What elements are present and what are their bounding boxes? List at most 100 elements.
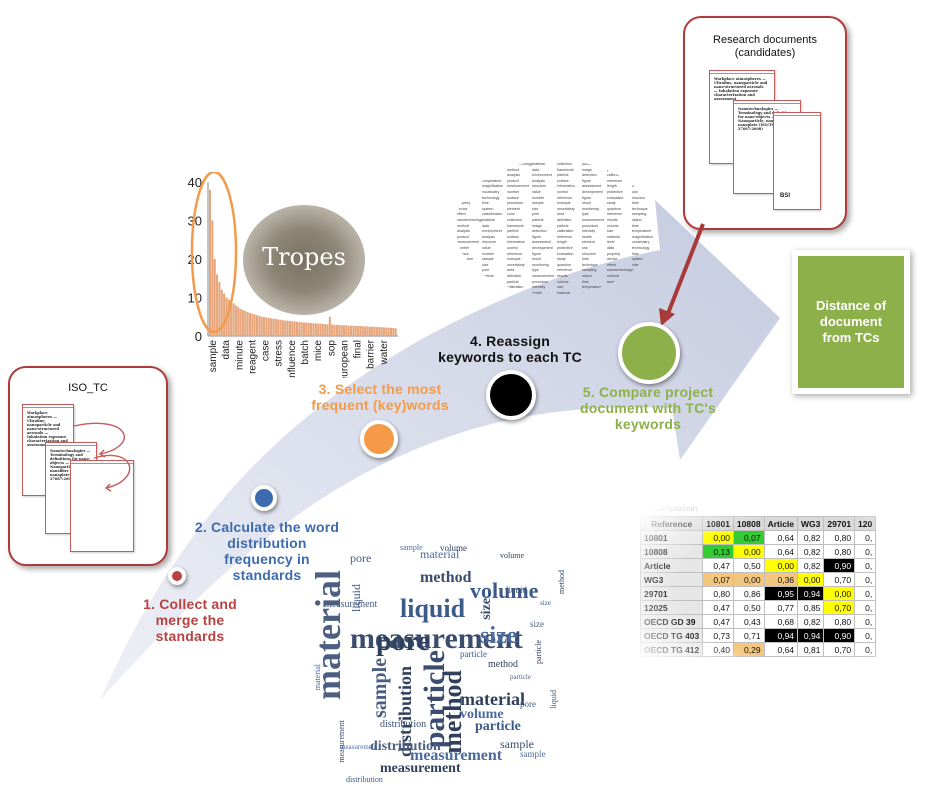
keyword-cell: time	[632, 223, 639, 228]
keyword-cell: health	[632, 178, 642, 183]
word-cloud-word: distribution	[370, 739, 441, 754]
keyword-cell: analysis	[482, 234, 495, 239]
bar	[300, 322, 303, 336]
keyword-cell: analysis	[457, 229, 470, 234]
keyword-cell: procedure	[507, 201, 524, 206]
keyword-cell: example	[557, 201, 571, 206]
keyword-cell: control	[507, 246, 518, 250]
keyword-cell: detection	[582, 173, 597, 178]
keyword-cell: method	[607, 274, 619, 278]
table-cell: 0,47	[702, 614, 734, 629]
keyword-cell: collection	[507, 218, 522, 222]
table-cell: 0,00	[732, 544, 765, 559]
table-cell: 0,81	[797, 642, 825, 657]
keyword-cell: sampling	[582, 268, 597, 273]
x-tick-label: european	[339, 340, 350, 378]
keyword-cell: value	[532, 190, 541, 194]
keyword-cell: size	[607, 229, 614, 234]
keyword-cell: measurement	[532, 274, 554, 278]
bar	[291, 321, 294, 336]
bar	[389, 327, 392, 336]
research-doc-title-2: Nanotechnologies — Terminology and defin…	[738, 107, 794, 131]
table-cell: 0,64	[763, 544, 799, 559]
keyword-cell: length	[607, 184, 617, 189]
tropes-label: Tropes	[262, 243, 346, 271]
word-cloud-word: volume	[470, 578, 539, 603]
bar	[338, 324, 341, 336]
step-4-label: 4. Reassign keywords to each TC	[438, 333, 582, 365]
step-5-label: 5. Compare project document with TC's ke…	[579, 384, 717, 432]
word-cloud-word: particle	[534, 640, 543, 664]
keyword-cell: volume	[457, 173, 469, 178]
keyword-cell: figure	[582, 195, 591, 200]
keyword-cell: study	[607, 201, 616, 206]
bar	[220, 289, 223, 336]
keyword-cell: classification	[632, 262, 653, 267]
bar	[368, 326, 371, 336]
keyword-cell: time	[582, 257, 589, 262]
keyword-cell: nanotechnology	[457, 218, 483, 222]
step-3-dot	[360, 420, 398, 458]
research-card-title-line2: (candidates)	[734, 47, 796, 59]
keyword-cell: vocabulary	[632, 240, 650, 245]
keyword-cell: technology	[632, 246, 650, 250]
keyword-cell: analysis	[607, 279, 620, 284]
table-cell: 0,64	[763, 530, 799, 545]
bar	[350, 325, 353, 336]
bar	[216, 274, 219, 336]
keyword-cell: length	[557, 240, 567, 245]
keyword-cell: environment	[482, 229, 502, 234]
bar	[286, 320, 289, 336]
keyword-cell: results	[557, 274, 568, 278]
keyword-cell: assessment	[532, 240, 552, 245]
bar	[361, 326, 364, 337]
bar	[246, 312, 249, 336]
table-cell: 0,80	[823, 544, 856, 559]
table-cell: 0,73	[702, 628, 734, 643]
keyword-cell: detection	[482, 285, 497, 290]
iso-doc-title: Workplace atmospheres — Ultrafine, nanop…	[27, 411, 68, 447]
keyword-cell: vocabulary	[482, 190, 500, 194]
step-4-dot	[486, 370, 536, 420]
table-cell: 0,94	[797, 628, 825, 643]
table-cell: 0,29	[732, 642, 765, 657]
table-cell: 0,64	[763, 642, 799, 657]
keyword-cell: surface	[457, 290, 469, 295]
table-cell: 0,00	[823, 586, 856, 601]
keyword-cell: technique	[582, 262, 598, 267]
x-tick-label: stress	[274, 340, 285, 367]
bar	[277, 319, 280, 336]
bar	[298, 322, 301, 336]
keyword-cell: material	[607, 234, 620, 239]
word-cloud-word: liquid	[549, 690, 558, 709]
keyword-cell: health	[582, 234, 592, 239]
keyword-cell: measurement	[632, 162, 654, 166]
keyword-cell: definition	[607, 162, 622, 166]
bar	[392, 327, 395, 336]
word-cloud-word: particle	[475, 719, 521, 734]
bar	[366, 326, 369, 337]
keyword-cell: example	[507, 257, 521, 262]
keyword-cell: object	[632, 218, 642, 222]
word-cloud-word: method	[557, 570, 566, 594]
step-2-label: 2. Calculate the word distribution frequ…	[194, 519, 340, 583]
x-tick-label: case	[261, 340, 272, 362]
bar	[284, 320, 287, 336]
keyword-cell: effect	[607, 262, 616, 267]
bar	[293, 321, 296, 336]
keyword-cell: type	[532, 268, 539, 273]
word-cloud-word: sample	[400, 543, 423, 552]
keyword-cell: structure	[582, 251, 596, 256]
keyword-cell: protective	[557, 246, 573, 250]
row-label: 10808	[640, 544, 704, 559]
keyword-cell: reference	[557, 195, 573, 200]
table-cell: 0,82	[797, 614, 825, 629]
keyword-cell: element	[507, 206, 520, 211]
x-tick-label: final	[353, 340, 364, 358]
table-cell: 0,07	[732, 530, 765, 545]
bar	[256, 315, 259, 336]
row-label: 12025	[640, 600, 704, 615]
